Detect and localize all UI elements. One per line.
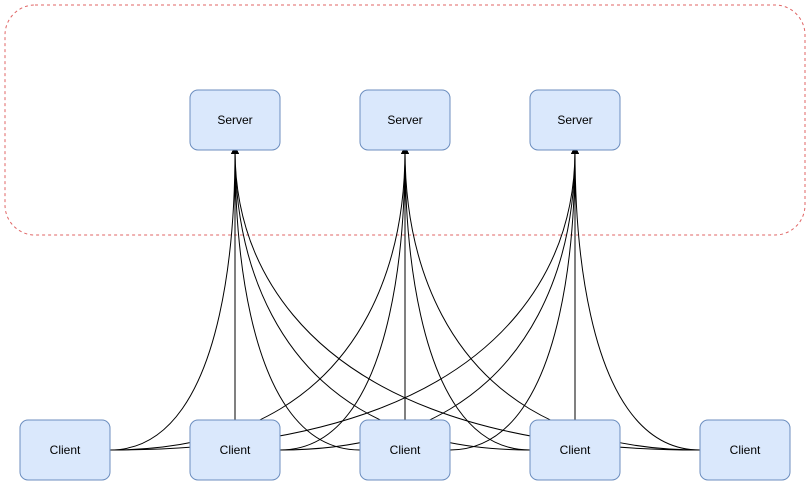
edge-client-3-to-server-1 [231, 146, 361, 451]
client-5-node[interactable]: Client [699, 419, 791, 481]
edge-client-2-to-server-3 [279, 146, 579, 451]
edge-client-1-to-server-1 [109, 146, 239, 451]
client-1-node[interactable]: Client [19, 419, 111, 481]
edge-client-4-to-server-2 [401, 146, 531, 451]
server-3-box[interactable] [529, 89, 621, 151]
server-1-node[interactable]: Server [189, 89, 281, 151]
client-3-node[interactable]: Client [359, 419, 451, 481]
edge-client-4-to-server-1 [231, 146, 531, 451]
edge-client-1-to-server-2 [109, 146, 409, 451]
server-2-node[interactable]: Server [359, 89, 451, 151]
client-3-box[interactable] [359, 419, 451, 481]
edge-client-3-to-server-3 [449, 146, 579, 451]
client-4-label: Client [560, 443, 591, 457]
client-2-box[interactable] [189, 419, 281, 481]
client-1-box[interactable] [19, 419, 111, 481]
edge-client-5-to-server-1 [231, 146, 701, 451]
server-3-label: Server [557, 113, 592, 127]
edge-client-2-to-server-2 [279, 146, 409, 451]
client-4-box[interactable] [529, 419, 621, 481]
client-5-label: Client [730, 443, 761, 457]
edge-client-1-to-server-3 [109, 146, 579, 451]
server-2-box[interactable] [359, 89, 451, 151]
client-3-label: Client [390, 443, 421, 457]
server-3-node[interactable]: Server [529, 89, 621, 151]
client-5-box[interactable] [699, 419, 791, 481]
edge-client-5-to-server-3 [571, 146, 701, 451]
client-1-label: Client [50, 443, 81, 457]
server-1-label: Server [217, 113, 252, 127]
server-2-label: Server [387, 113, 422, 127]
client-2-node[interactable]: Client [189, 419, 281, 481]
client-2-label: Client [220, 443, 251, 457]
edges-layer [109, 146, 701, 451]
edge-client-5-to-server-2 [401, 146, 701, 451]
server-1-box[interactable] [189, 89, 281, 151]
client-4-node[interactable]: Client [529, 419, 621, 481]
